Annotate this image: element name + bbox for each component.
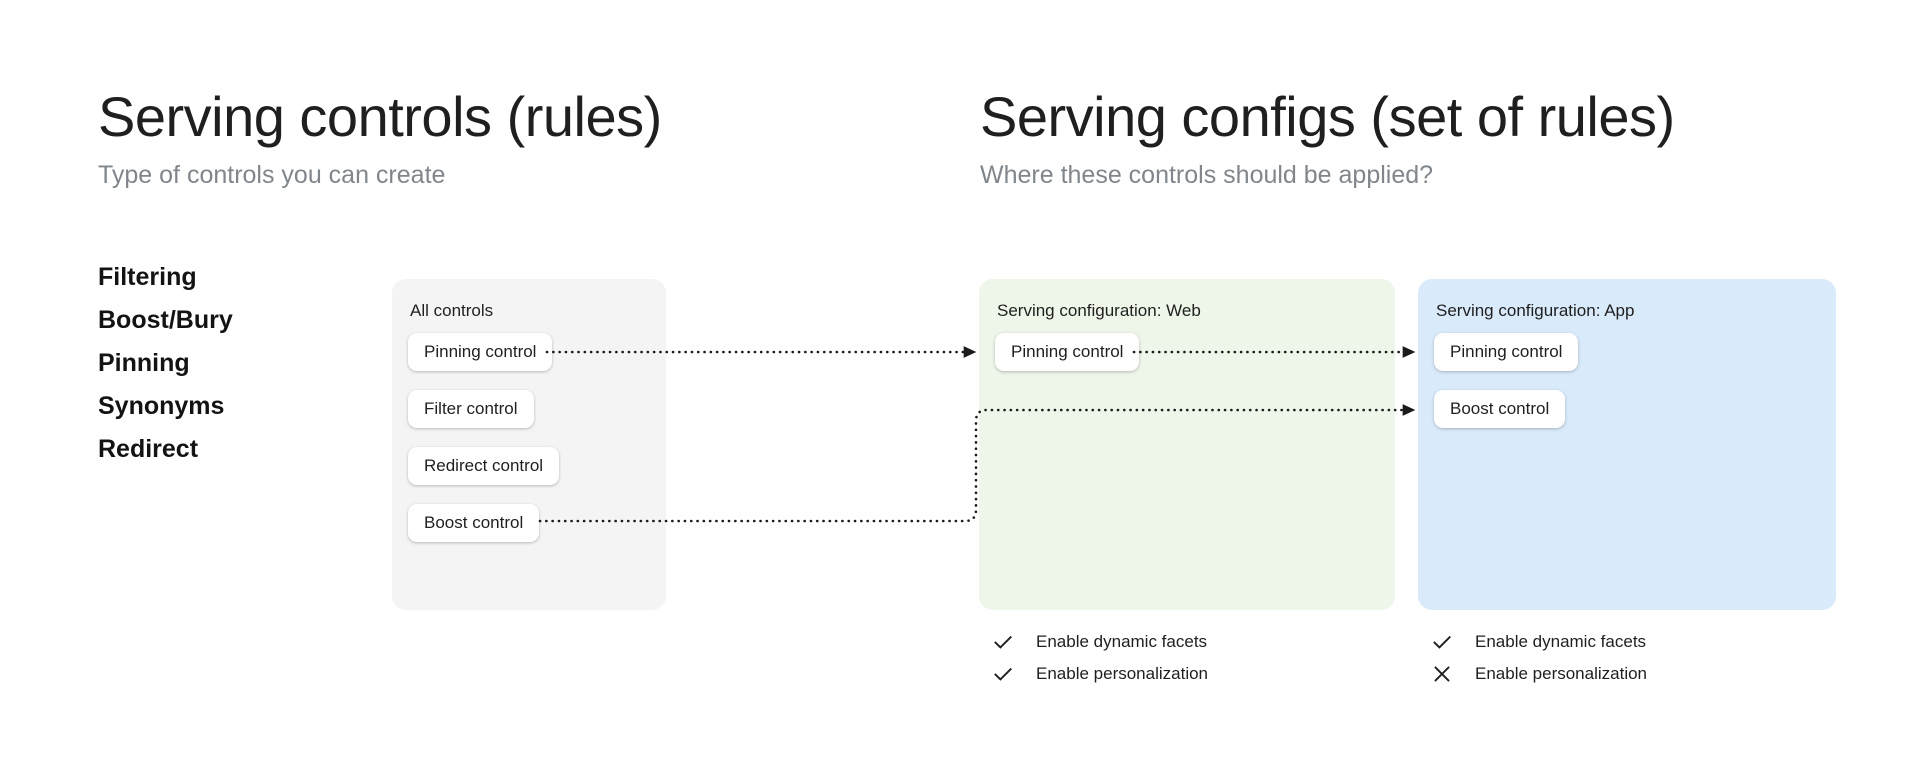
option-label-web-dynamic-facets: Enable dynamic facets	[1036, 632, 1208, 651]
chip-config-app-pinning-control[interactable]: Pinning control	[1434, 333, 1579, 371]
chip-all-controls-boost-control[interactable]: Boost control	[408, 504, 540, 542]
close-icon	[1434, 666, 1450, 682]
option-row-web-dynamic-facets[interactable]: Enable dynamic facets	[991, 626, 1208, 658]
option-label-app-dynamic-facets: Enable dynamic facets	[1475, 632, 1647, 651]
panel-config-app-label: Serving configuration: App	[1436, 301, 1635, 320]
panel-serving-configuration-web: Serving configuration: Web Pinning contr…	[979, 279, 1395, 610]
chip-all-controls-pinning-control[interactable]: Pinning control	[408, 333, 553, 371]
option-label-web-personalization: Enable personalization	[1036, 664, 1209, 683]
panel-all-controls-label: All controls	[410, 301, 494, 320]
right-column-header: Serving configs (set of rules) Where the…	[980, 85, 1675, 190]
panel-serving-configuration-app: Serving configuration: App Pinning contr…	[1418, 279, 1836, 610]
check-icon	[994, 667, 1012, 681]
page-subtitle-serving-configs: Where these controls should be applied?	[980, 160, 1434, 189]
control-types-list: Filtering Boost/Bury Pinning Synonyms Re…	[98, 265, 338, 480]
control-type-pinning: Pinning	[98, 349, 190, 377]
chip-config-app-boost-control[interactable]: Boost control	[1434, 390, 1566, 428]
panel-all-controls: All controls Pinning control Filter cont…	[392, 279, 666, 610]
chip-config-web-pinning-control[interactable]: Pinning control	[995, 333, 1140, 371]
control-type-redirect: Redirect	[98, 435, 199, 463]
option-row-app-personalization[interactable]: Enable personalization	[1430, 658, 1647, 690]
page-subtitle-serving-controls: Type of controls you can create	[98, 160, 446, 189]
page-title-serving-controls: Serving controls (rules)	[98, 85, 662, 148]
option-row-web-personalization[interactable]: Enable personalization	[991, 658, 1208, 690]
check-icon	[1433, 635, 1451, 649]
page-title-serving-configs: Serving configs (set of rules)	[980, 85, 1675, 148]
control-type-filtering: Filtering	[98, 263, 197, 291]
option-label-app-personalization: Enable personalization	[1475, 664, 1648, 683]
control-type-synonyms: Synonyms	[98, 392, 225, 420]
control-type-boost-bury: Boost/Bury	[98, 306, 233, 334]
option-row-app-dynamic-facets[interactable]: Enable dynamic facets	[1430, 626, 1647, 658]
panel-config-web-label: Serving configuration: Web	[997, 301, 1201, 320]
check-icon	[994, 635, 1012, 649]
left-column-header: Serving controls (rules) Type of control…	[98, 85, 662, 190]
chip-all-controls-redirect-control[interactable]: Redirect control	[408, 447, 560, 485]
config-app-options: Enable dynamic facets Enable personaliza…	[1430, 626, 1647, 690]
config-web-options: Enable dynamic facets Enable personaliza…	[991, 626, 1208, 690]
chip-all-controls-filter-control[interactable]: Filter control	[408, 390, 534, 428]
